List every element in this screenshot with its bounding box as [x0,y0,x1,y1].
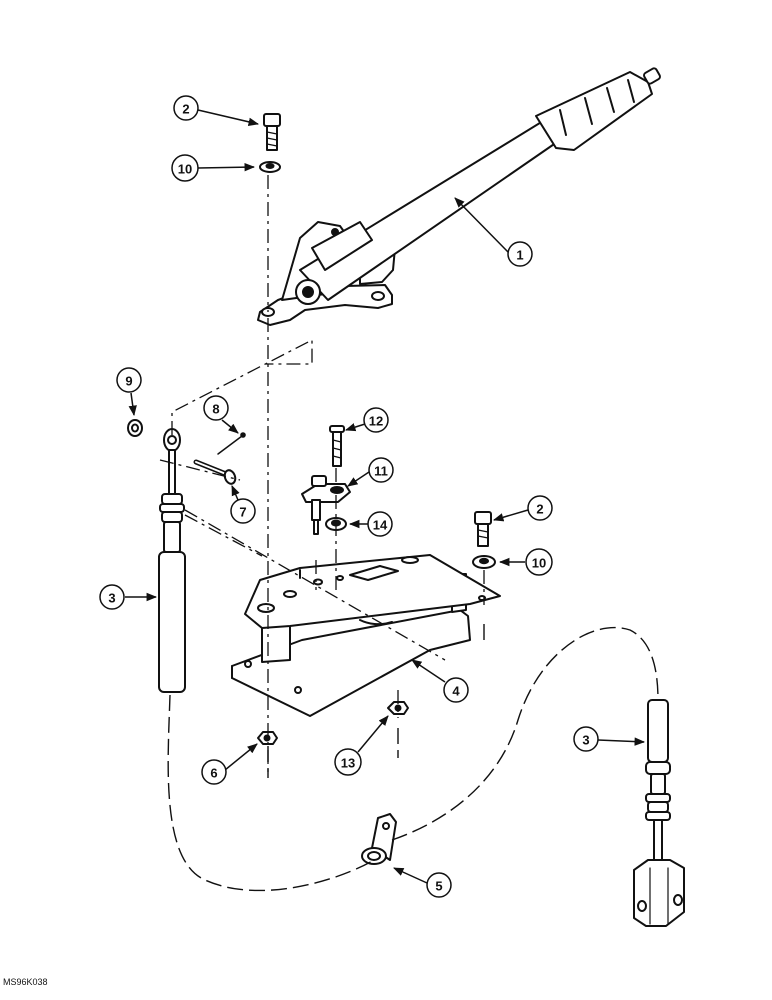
callout-4-label: 4 [452,684,460,699]
washer-upper [259,161,281,173]
callout-9-label: 9 [125,374,132,389]
callout-5 [393,867,452,898]
brake-switch [301,475,351,535]
callout-5-label: 5 [435,879,442,894]
callout-2-right-label: 2 [536,502,543,517]
drawing-code: MS96K038 [3,977,48,987]
callout-2-upper-label: 2 [182,102,189,117]
callout-2-right [492,495,553,522]
centerlines [159,175,485,775]
bolt-upper [263,113,281,151]
brake-cable-left-end [158,428,186,693]
callout-12 [344,407,389,433]
callout-7-label: 7 [239,505,246,520]
brake-cable-right-end [633,699,685,927]
callout-14-label: 14 [373,518,388,533]
mounting-plate [231,554,501,717]
hand-brake-lever [257,67,661,326]
callout-13 [334,715,389,776]
callout-14 [348,511,393,537]
cable-clip [361,813,397,865]
callout-10-upper-label: 10 [178,162,192,177]
callout-9 [116,367,142,417]
callout-11-label: 11 [374,464,388,479]
callout-3-right-label: 3 [582,733,589,748]
callout-7 [230,485,256,524]
nut-6 [257,731,278,745]
cotter-pin [217,432,246,455]
callout-8 [203,395,239,434]
washer-right [472,555,496,569]
callout-12-label: 12 [369,414,383,429]
callout-6 [201,743,258,785]
callout-2-upper [173,95,260,126]
callout-3-left [99,584,158,610]
callout-13-label: 13 [341,756,355,771]
callout-8-label: 8 [212,402,219,417]
clevis-pin [193,459,237,485]
callout-10-upper [171,154,256,182]
callout-10-right [498,548,553,576]
callout-1 [454,197,533,267]
callout-10-right-label: 10 [532,556,546,571]
callout-11 [347,457,394,487]
callout-1-label: 1 [516,248,523,263]
callout-4 [411,659,469,703]
callout-3-left-label: 3 [108,591,115,606]
cable-route [167,624,659,892]
bolt-right [474,511,492,547]
callout-3-right [573,726,646,752]
screw [329,425,345,467]
callout-6-label: 6 [210,766,217,781]
washer-9 [127,419,143,437]
